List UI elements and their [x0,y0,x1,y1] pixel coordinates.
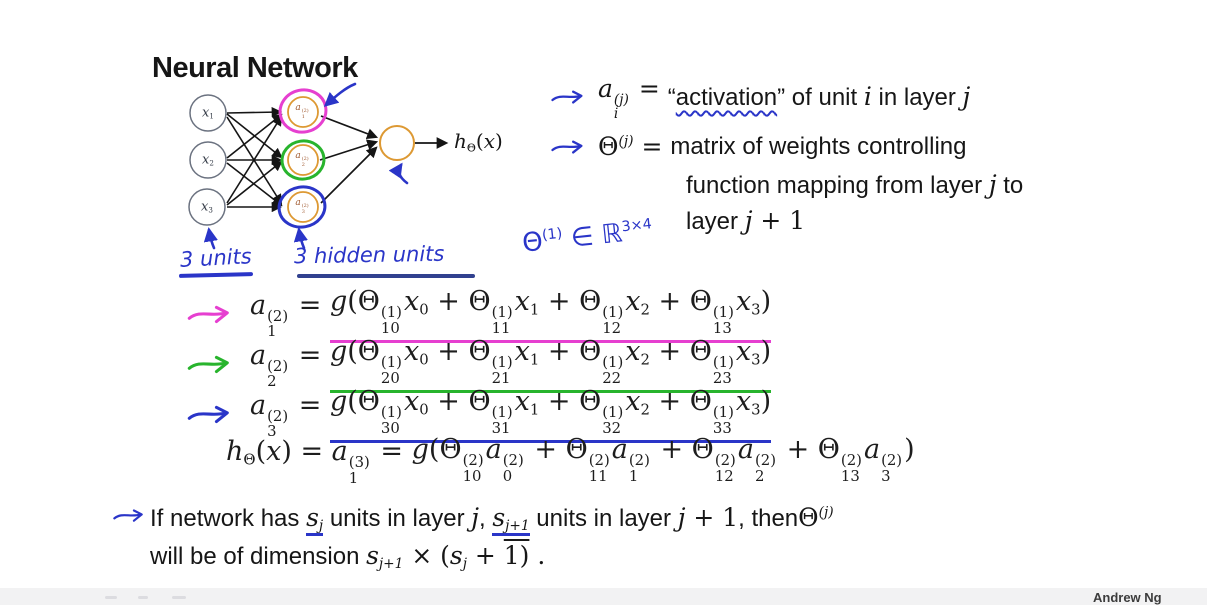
activation-symbol: a(j)i = [598,74,668,122]
green-ring [280,139,326,181]
hidden-label-a2: a(2)2 [295,151,309,168]
input-label-x2: x2 [202,152,214,168]
author-credit: Andrew Ng [1093,590,1162,605]
dimension-note-line2: will be of dimension sj+1 × (sj + 1) . [150,541,546,573]
underline-3-hidden-units [297,274,475,278]
up-arrow-hidden-icon [293,227,308,250]
input-label-x1: x1 [202,105,214,121]
input-nodes [188,94,227,226]
note-3-units: 3 units [179,244,253,272]
player-smudge [105,596,117,599]
hidden-label-a1: a(2)1 [295,103,309,120]
neural-network-diagram [188,82,449,250]
edges-hidden-to-output [319,115,379,204]
edges-input-to-hidden [226,106,283,213]
theta-definition-line1: matrix of weights controlling [670,132,967,160]
video-player-strip: Andrew Ng [0,588,1207,605]
blue-ring [277,185,327,229]
hidden-nodes [287,96,319,223]
hidden-label-a3: a(2)3 [295,198,309,215]
dimension-note-line1: If network has sj units in layer j, sj+1… [150,503,834,536]
blue-arrow-icon [550,88,588,107]
blue-arrow-icon [550,138,588,157]
theta-definition-line3: layer j + 1 [686,206,806,235]
player-smudge [172,596,186,599]
blue-arrow-icon [112,507,148,525]
up-arrow-output-icon [388,162,409,185]
theta-symbol: Θ(j) = [598,132,671,161]
note-theta-dimension: Θ(1) ∈ ℝ3×4 [520,216,653,259]
blue-pen-annotations [203,82,409,250]
definition-theta: Θ(j) = matrix of weights controlling [550,132,966,162]
input-label-x3: x3 [201,199,213,215]
output-node [379,125,415,161]
underline-3-units [178,272,254,278]
magenta-arrow-icon [186,303,236,327]
green-arrow-icon [186,353,236,377]
theta-definition-line2: function mapping from layer j to [686,170,1024,199]
up-arrow-inputs-icon [203,227,218,250]
slide-title: Neural Network [152,52,358,84]
pointer-to-a1-icon [323,82,357,107]
hypothesis-label: hΘ(x) [454,129,503,155]
player-smudge [138,596,148,599]
blue-arrow-icon [186,403,236,427]
activation-definition-text: “activation” of unit i in layer j [667,82,971,112]
note-3-hidden-units: 3 hidden units [293,241,445,269]
definition-activation: a(j)i = “activation” of unit i in layer … [550,74,970,121]
